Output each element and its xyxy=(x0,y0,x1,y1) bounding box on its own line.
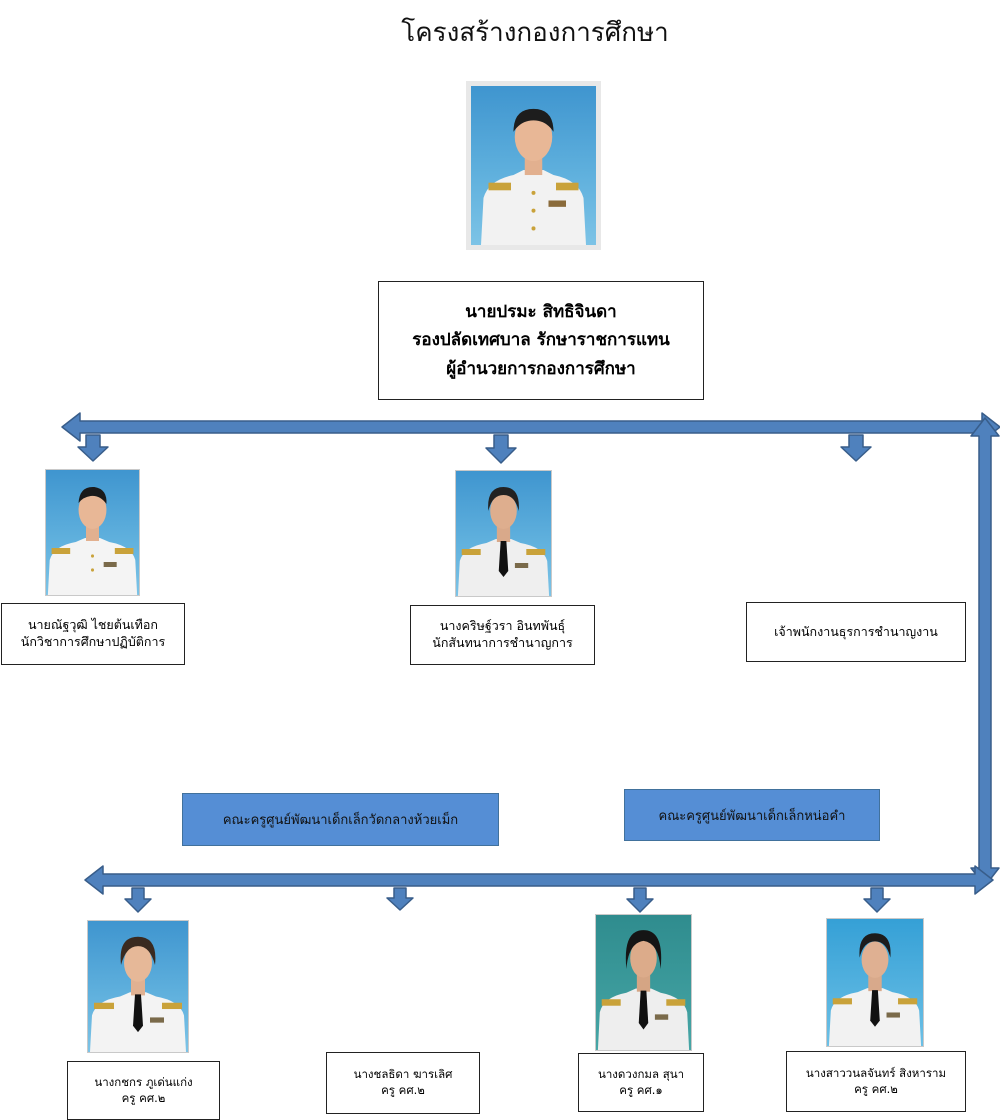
teacher-name-3: นางดวงกมล สุนา xyxy=(597,1066,685,1081)
teacher-photo-3 xyxy=(595,914,692,1051)
center-label-1: คณะครูศูนย์พัฒนาเด็กเล็กวัดกลางห้วยเม็ก xyxy=(222,813,459,828)
teacher-photo-1 xyxy=(87,920,189,1053)
staff-position-3: เจ้าพนักงานธุรการชำนาญงาน xyxy=(774,623,938,639)
director-box: นายปรมะ สิทธิจินดา รองปลัดเทศบาล รักษารา… xyxy=(378,281,704,400)
top-horizontal-arrow xyxy=(61,412,1000,442)
down-arrow-teacher-3 xyxy=(626,887,654,913)
down-arrow-staff-1 xyxy=(77,434,109,462)
right-vertical-arrow xyxy=(970,417,1000,887)
teacher-name-1: นางกชกร ภูเด่นแก่ง xyxy=(94,1074,193,1089)
director-photo xyxy=(466,81,601,250)
director-position-2: ผู้อำนวยการกองการศึกษา xyxy=(446,358,636,379)
teacher-photo-4 xyxy=(826,918,924,1047)
staff-photo-1 xyxy=(45,469,140,596)
staff-position-1: นักวิชาการศึกษาปฏิบัติการ xyxy=(20,634,166,649)
page-title: โครงสร้างกองการศึกษา xyxy=(401,18,669,48)
teacher-box-4: นางสาววนลจันทร์ สิงหาราม ครู คศ.๒ xyxy=(786,1051,966,1112)
center-box-2: คณะครูศูนย์พัฒนาเด็กเล็กหน่อคำ xyxy=(624,789,880,841)
teacher-name-2: นางชลธิดา ฆารเลิศ xyxy=(353,1067,453,1082)
teacher-position-4: ครู คศ.๒ xyxy=(854,1081,898,1096)
staff-name-1: นายณัฐวุฒิ ไชยต้นเทือก xyxy=(27,617,158,633)
down-arrow-teacher-4 xyxy=(863,887,891,913)
staff-box-2: นางคริษฐ์วรา อินทพันธุ์ นักสันทนาการชำนา… xyxy=(410,605,595,665)
teacher-box-3: นางดวงกมล สุนา ครู คศ.๑ xyxy=(578,1053,704,1112)
staff-box-3: เจ้าพนักงานธุรการชำนาญงาน xyxy=(746,602,966,662)
center-box-1: คณะครูศูนย์พัฒนาเด็กเล็กวัดกลางห้วยเม็ก xyxy=(182,793,499,846)
staff-box-1: นายณัฐวุฒิ ไชยต้นเทือก นักวิชาการศึกษาปฏ… xyxy=(1,603,185,665)
center-label-2: คณะครูศูนย์พัฒนาเด็กเล็กหน่อคำ xyxy=(658,808,846,824)
director-name: นายปรมะ สิทธิจินดา xyxy=(465,302,617,323)
down-arrow-teacher-2 xyxy=(386,887,414,911)
teacher-position-3: ครู คศ.๑ xyxy=(619,1082,663,1097)
down-arrow-staff-3 xyxy=(840,434,872,462)
director-position-1: รองปลัดเทศบาล รักษาราชการแทน xyxy=(412,330,670,351)
teacher-box-2: นางชลธิดา ฆารเลิศ ครู คศ.๒ xyxy=(326,1052,480,1114)
staff-photo-2 xyxy=(455,470,552,597)
staff-name-2: นางคริษฐ์วรา อินทพันธุ์ xyxy=(439,618,566,634)
teacher-name-4: นางสาววนลจันทร์ สิงหาราม xyxy=(805,1065,947,1080)
down-arrow-teacher-1 xyxy=(124,887,152,913)
teacher-position-2: ครู คศ.๒ xyxy=(381,1083,425,1097)
down-arrow-staff-2 xyxy=(485,434,517,464)
staff-position-2: นักสันทนาการชำนาญการ xyxy=(432,635,573,650)
bottom-horizontal-arrow xyxy=(84,865,994,895)
teacher-box-1: นางกชกร ภูเด่นแก่ง ครู คศ.๒ xyxy=(67,1061,220,1120)
teacher-position-1: ครู คศ.๒ xyxy=(121,1090,166,1105)
